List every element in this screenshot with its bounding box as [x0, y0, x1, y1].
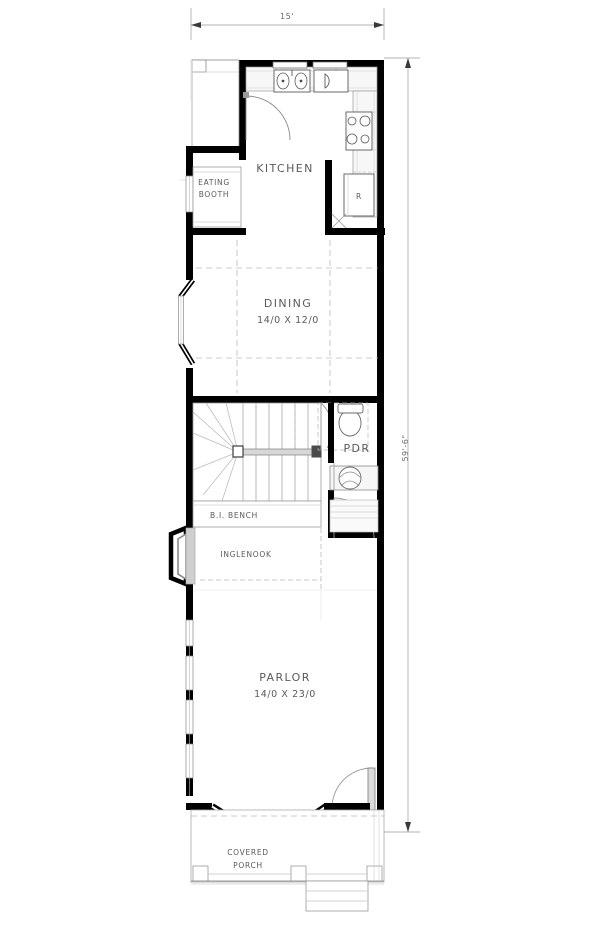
kitchen-door-swing — [245, 95, 291, 141]
dining-dimension: 14/0 X 12/0 — [257, 315, 319, 326]
covered-porch — [190, 809, 385, 885]
eating-booth-label-line1: EATING — [198, 178, 230, 187]
dining-bay-window — [178, 278, 196, 366]
kitchen-pass-opening — [331, 213, 347, 229]
kitchen-label: KITCHEN — [256, 162, 313, 175]
covered-porch-label-line2: PORCH — [233, 861, 263, 870]
kitchen-upper-counter — [245, 66, 378, 92]
staircase — [192, 402, 322, 502]
pdr-partition — [329, 463, 379, 533]
bi-bench-label: B.I. BENCH — [210, 511, 258, 520]
refrigerator-label: R — [356, 192, 362, 201]
inglenook-label: INGLENOOK — [220, 550, 272, 559]
right-dimension-label: 59'-6" — [401, 434, 410, 461]
door-hinge-kitchen — [243, 92, 249, 98]
kitchen-upper-cabinets — [272, 61, 348, 69]
hall-opening-dash — [317, 402, 369, 451]
parlor-left-windows — [185, 619, 194, 796]
kitchen-sink — [273, 69, 311, 93]
top-dimension-group — [190, 8, 385, 40]
cooktop-burners — [345, 111, 373, 151]
built-in-bench — [192, 500, 322, 528]
parlor-dimension: 14/0 X 23/0 — [254, 689, 316, 700]
bumpout-wall — [186, 146, 246, 153]
eating-booth — [192, 166, 242, 228]
refrigerator — [343, 173, 375, 217]
eating-booth-label-line2: BOOTH — [199, 190, 230, 199]
toilet — [337, 403, 364, 437]
pdr-label: PDR — [344, 442, 371, 455]
top-dimension-label: 15' — [280, 12, 294, 21]
dining-stair-wall — [186, 396, 384, 403]
dining-label: DINING — [264, 297, 312, 310]
porch-ext-lines — [373, 810, 380, 880]
porch-steps — [305, 880, 369, 912]
dim-arrow-top — [405, 58, 411, 68]
fireplace — [168, 524, 196, 588]
interior-faint-lines — [193, 589, 377, 620]
parlor-label: PARLOR — [259, 671, 311, 684]
top-exterior-wall — [239, 60, 384, 160]
right-exterior-wall — [377, 60, 384, 810]
dim-arrow-left — [191, 22, 201, 28]
upper-left-bumpout — [191, 59, 240, 153]
right-dimension-group — [384, 57, 420, 833]
dim-arrow-bottom — [405, 822, 411, 832]
kitchen-dining-wall — [186, 160, 385, 235]
dim-arrow-right — [374, 22, 384, 28]
covered-porch-label-line1: COVERED — [227, 848, 269, 857]
dining-ceiling-grid — [196, 240, 378, 393]
lavatory-sink — [329, 465, 379, 491]
inglenook-area — [200, 528, 322, 590]
kitchen-appliance-dishwasher — [313, 69, 349, 93]
front-entry-door — [331, 767, 373, 809]
eating-booth-window — [185, 175, 194, 213]
